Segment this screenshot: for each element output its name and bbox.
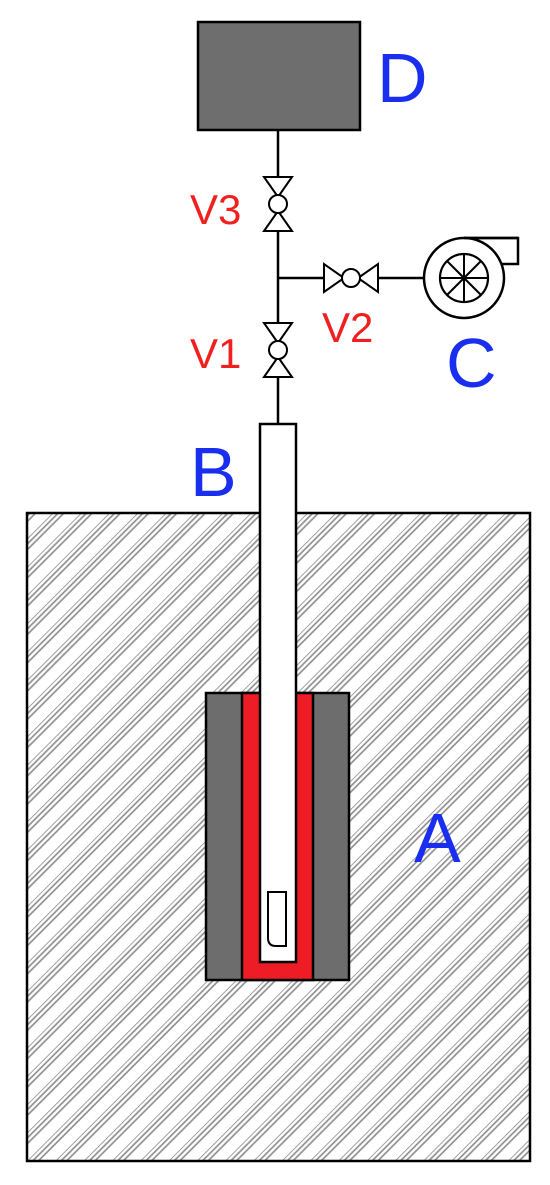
valve-v2-icon bbox=[323, 262, 379, 294]
label-d: D bbox=[377, 39, 428, 117]
label-b: B bbox=[190, 433, 237, 511]
sample-capsule-icon bbox=[267, 891, 287, 947]
sample-tube bbox=[258, 422, 298, 964]
valve-v3-icon bbox=[262, 176, 294, 232]
label-v3: V3 bbox=[190, 186, 241, 233]
label-v1: V1 bbox=[190, 330, 241, 377]
label-a: A bbox=[414, 799, 461, 877]
label-v2: V2 bbox=[322, 304, 373, 351]
valve-v1-icon bbox=[262, 322, 294, 378]
label-c: C bbox=[446, 324, 497, 402]
reservoir bbox=[196, 20, 362, 132]
centrifugal-pump-icon bbox=[422, 236, 520, 320]
